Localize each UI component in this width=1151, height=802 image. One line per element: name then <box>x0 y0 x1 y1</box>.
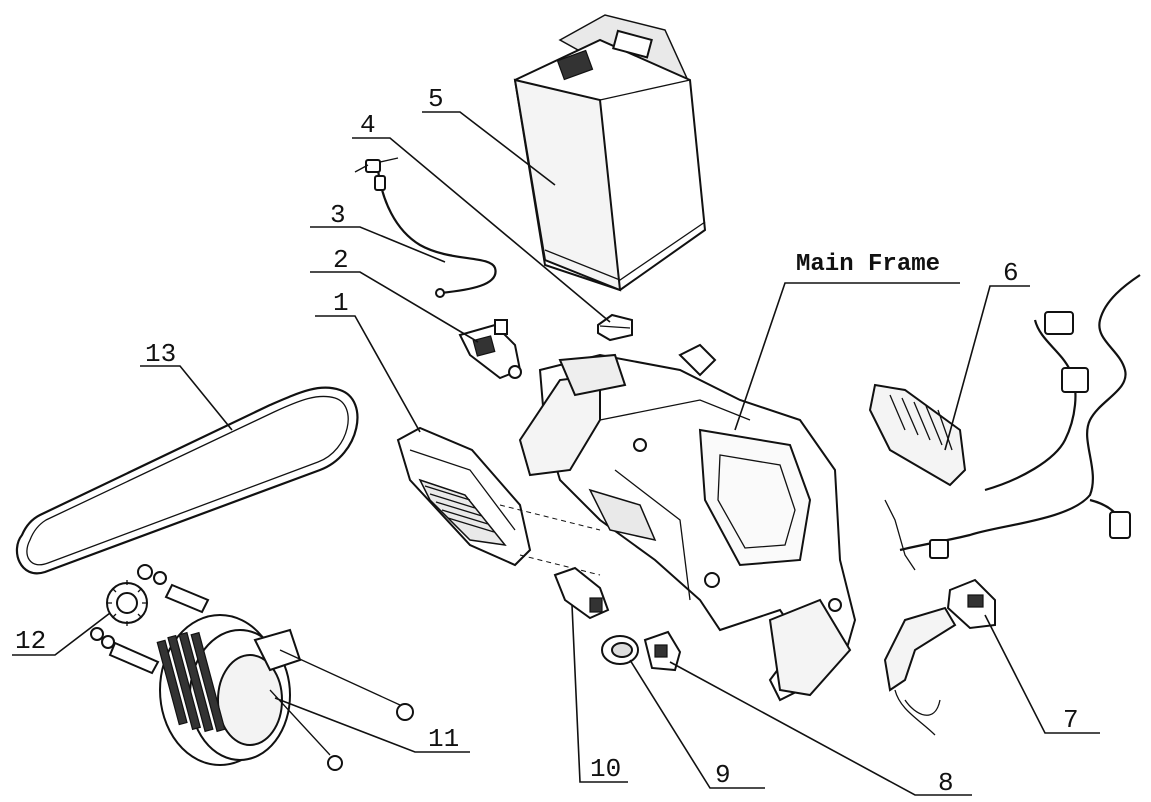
callout-5: 5 <box>428 84 444 114</box>
callout-1: 1 <box>333 288 349 318</box>
clip-part-4 <box>597 313 633 342</box>
cable-part-3 <box>354 157 497 298</box>
sensor-part-10 <box>553 566 610 620</box>
callout-10: 10 <box>590 754 621 784</box>
bracket-part-8 <box>643 630 682 672</box>
callout-4: 4 <box>360 110 376 140</box>
belt-part-13 <box>15 386 359 575</box>
callout-2: 2 <box>333 245 349 275</box>
callout-11: 11 <box>428 724 459 754</box>
callout-3: 3 <box>330 200 346 230</box>
callout-8: 8 <box>938 768 954 798</box>
callout-12: 12 <box>15 626 46 656</box>
battery-part-5 <box>513 14 707 292</box>
controller-part-1 <box>396 426 601 576</box>
bearing-part-9 <box>601 635 639 665</box>
leader-lines <box>12 111 1100 796</box>
callout-9: 9 <box>715 760 731 790</box>
callout-main-frame: Main Frame <box>796 251 940 278</box>
switch-part-2 <box>458 319 522 380</box>
sprocket-part-12 <box>90 564 210 675</box>
harness-part-6 <box>868 274 1141 571</box>
main-frame <box>518 343 857 702</box>
callout-13: 13 <box>145 339 176 369</box>
callout-6: 6 <box>1003 258 1019 288</box>
motor-part-11 <box>156 614 414 771</box>
callout-7: 7 <box>1063 705 1079 735</box>
throttle-part-7 <box>883 578 996 736</box>
